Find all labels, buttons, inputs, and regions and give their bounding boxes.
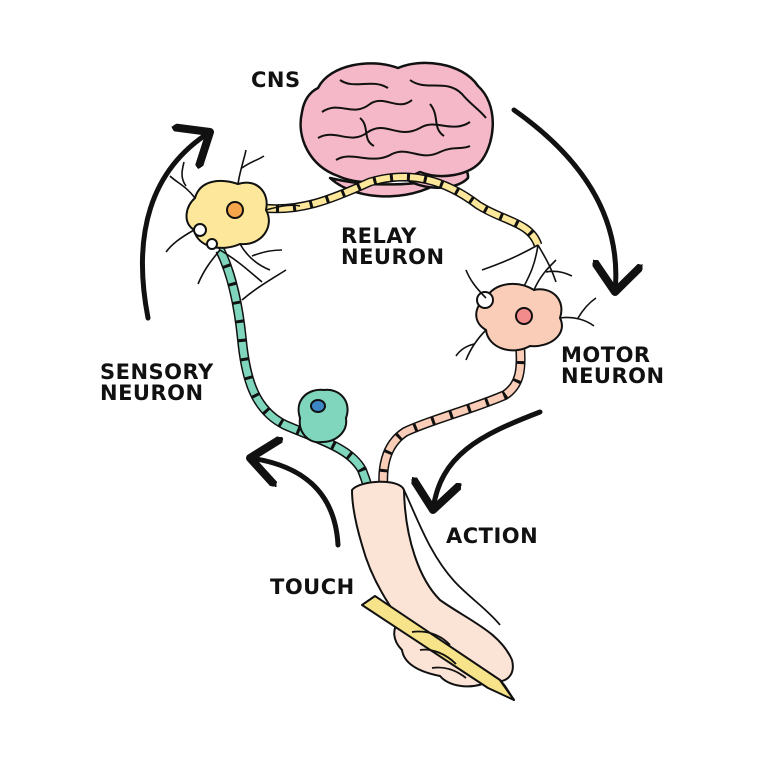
relay-neuron-body — [165, 149, 301, 271]
arm-hand — [351, 480, 515, 701]
motor-neuron-body — [455, 259, 597, 361]
motor-label-line2: NEURON — [561, 364, 665, 388]
relay-label-line1: RELAY — [341, 224, 417, 248]
motor-label-line1: MOTOR — [561, 343, 651, 367]
arrow-touch-to-sensory — [250, 458, 341, 548]
arrow-motor-to-action — [433, 409, 543, 510]
cycle-arrows — [140, 107, 616, 548]
sensory-neuron-label: SENSORY NEURON — [100, 362, 214, 404]
cns-label: CNS — [251, 68, 301, 92]
motor-neuron-label: MOTOR NEURON — [561, 345, 665, 387]
touch-label: TOUCH — [270, 575, 355, 599]
sensory-label-line2: NEURON — [100, 381, 204, 405]
relay-label-line2: NEURON — [341, 245, 445, 269]
arrow-cns-to-motor — [511, 107, 616, 292]
cerebrum — [299, 61, 494, 184]
arrow-sensory-to-cns — [140, 132, 210, 321]
sensory-neuron-body — [297, 388, 349, 444]
relay-neuron-label: RELAY NEURON — [341, 226, 445, 268]
action-label: ACTION — [446, 524, 539, 548]
sensory-label-line1: SENSORY — [100, 360, 214, 384]
